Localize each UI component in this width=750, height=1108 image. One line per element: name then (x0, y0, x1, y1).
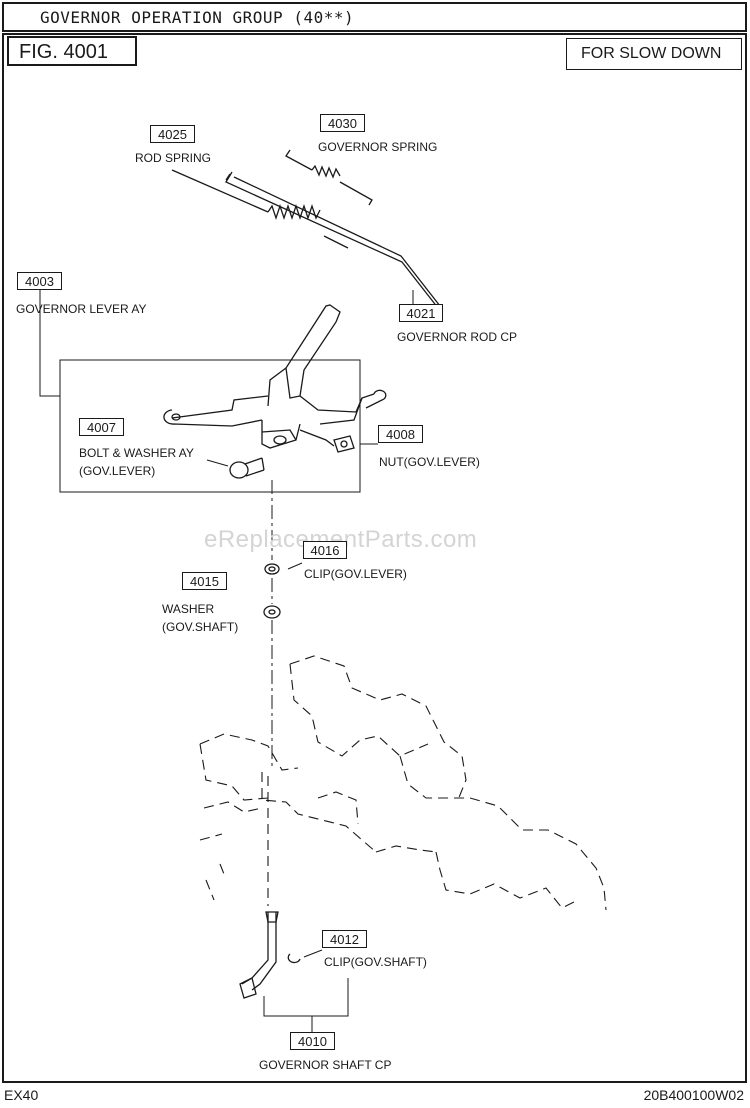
governor-shaft-illustration (239, 911, 279, 999)
page-header: GOVERNOR OPERATION GROUP (40**) (2, 2, 747, 32)
engine-outline-illustration (199, 655, 607, 911)
bolt-illustration (229, 457, 265, 479)
figure-note-box: FOR SLOW DOWN (566, 38, 742, 70)
part-number-4021: 4021 (399, 304, 443, 322)
part-name-4021: GOVERNOR ROD CP (397, 330, 518, 344)
governor-spring-illustration (285, 149, 373, 206)
governor-lever-illustration (163, 304, 387, 449)
drawing-code: 20B400100W02 (643, 1087, 744, 1103)
part-name-4007-line1: BOLT & WASHER AY (79, 446, 194, 460)
part-number-4007: 4007 (79, 418, 124, 436)
part-name-4007-line2: (GOV.LEVER) (79, 464, 156, 478)
part-number-4030: 4030 (320, 114, 365, 132)
figure-label: FIG. 4001 (19, 41, 108, 63)
nut-illustration (333, 435, 355, 453)
part-name-4030: GOVERNOR SPRING (318, 140, 438, 154)
diagram-frame (2, 33, 747, 1083)
part-number-4012: 4012 (322, 930, 367, 948)
part-number-4015: 4015 (182, 572, 227, 590)
part-name-4016: CLIP(GOV.LEVER) (304, 567, 407, 581)
part-name-4015-line2: (GOV.SHAFT) (162, 620, 239, 634)
rod-spring-illustration (171, 169, 349, 249)
model-code: EX40 (4, 1087, 39, 1103)
part-number-4008: 4008 (378, 425, 423, 443)
part-name-4008: NUT(GOV.LEVER) (379, 455, 480, 469)
part-name-4025: ROD SPRING (135, 151, 212, 165)
part-number-4016: 4016 (303, 541, 347, 559)
figure-note: FOR SLOW DOWN (581, 45, 722, 62)
part-name-4010: GOVERNOR SHAFT CP (259, 1058, 392, 1072)
figure-label-box: FIG. 4001 (7, 36, 137, 66)
part-number-4025: 4025 (150, 125, 195, 143)
part-name-4015-line1: WASHER (162, 602, 215, 616)
governor-rod-illustration (225, 171, 441, 309)
page-title: GOVERNOR OPERATION GROUP (40**) (40, 8, 355, 27)
part-name-4003: GOVERNOR LEVER AY (16, 302, 147, 316)
part-number-4010: 4010 (290, 1032, 335, 1050)
part-number-4003: 4003 (17, 272, 62, 290)
part-name-4012: CLIP(GOV.SHAFT) (324, 955, 427, 969)
